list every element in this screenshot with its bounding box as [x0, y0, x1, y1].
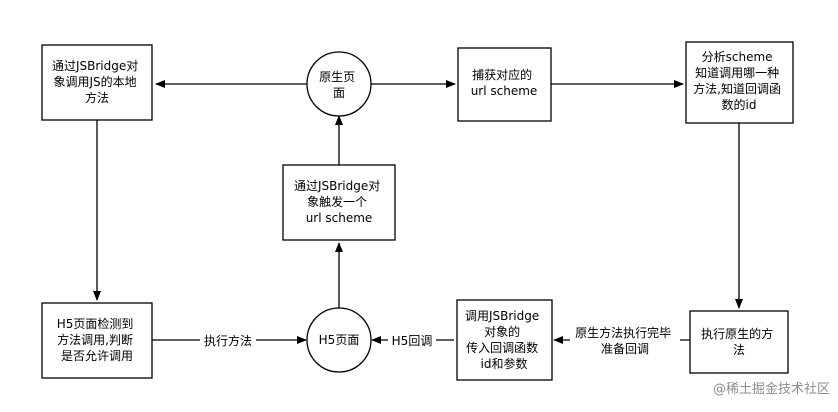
svg-text:捕获对应的 url scheme: 捕获对应的 url scheme — [471, 67, 538, 98]
svg-text:通过JSBridge对 象触发一个: 通过JSBridge对 象触发一个 url scheme — [294, 179, 384, 225]
node-h5: H5页面 — [306, 307, 372, 373]
svg-text:H5页面检测到 方法调用,判断 是否: H5页面检测到 方法调用,判断 是否允许调用 — [57, 316, 138, 363]
node-native-top: 原生页 面 — [306, 51, 372, 117]
node-exec-native: 执行原生的方 法 — [689, 310, 789, 374]
svg-text:执行原生的方 法: 执行原生的方 法 — [701, 326, 777, 357]
node-h5-check: H5页面检测到 方法调用,判断 是否允许调用 — [41, 302, 153, 379]
node-call-local: 通过JSBridge对 象调用JS的本地 方法 — [41, 44, 153, 121]
edge-label-bg-exec-method — [200, 332, 256, 348]
edge-label-bg-native-done — [570, 324, 680, 358]
svg-text:调用JSBridge 对象的 传入回: 调用JSBridge 对象的 传入回调函数 id和参数 — [465, 309, 543, 371]
svg-text:分析scheme 知道调用哪一种 方: 分析scheme 知道调用哪一种 方法,知道回调函 数的id — [693, 50, 785, 112]
edge-label-native-done: 原生方法执行完毕 准备回调 — [575, 325, 675, 356]
edge-label-exec-method: 执行方法 — [204, 333, 252, 348]
svg-text:原生页 面: 原生页 面 — [319, 70, 359, 100]
edge-label-bg-h5-callback — [388, 332, 436, 348]
node-capture-scheme: 捕获对应的 url scheme — [457, 47, 552, 122]
svg-text:通过JSBridge对 象调用JS的本地: 通过JSBridge对 象调用JS的本地 方法 — [52, 59, 142, 105]
node-call-jsbridge: 调用JSBridge 对象的 传入回调函数 id和参数 — [456, 299, 553, 381]
svg-text:H5页面: H5页面 — [319, 333, 360, 347]
node-trigger-scheme: 通过JSBridge对 象触发一个 url scheme — [282, 164, 396, 241]
watermark: @稀土掘金技术社区 — [713, 381, 830, 397]
edges — [93, 80, 743, 344]
node-parse-scheme: 分析scheme 知道调用哪一种 方法,知道回调函 数的id — [685, 41, 794, 124]
edge-label-h5-callback: H5回调 — [392, 334, 433, 348]
